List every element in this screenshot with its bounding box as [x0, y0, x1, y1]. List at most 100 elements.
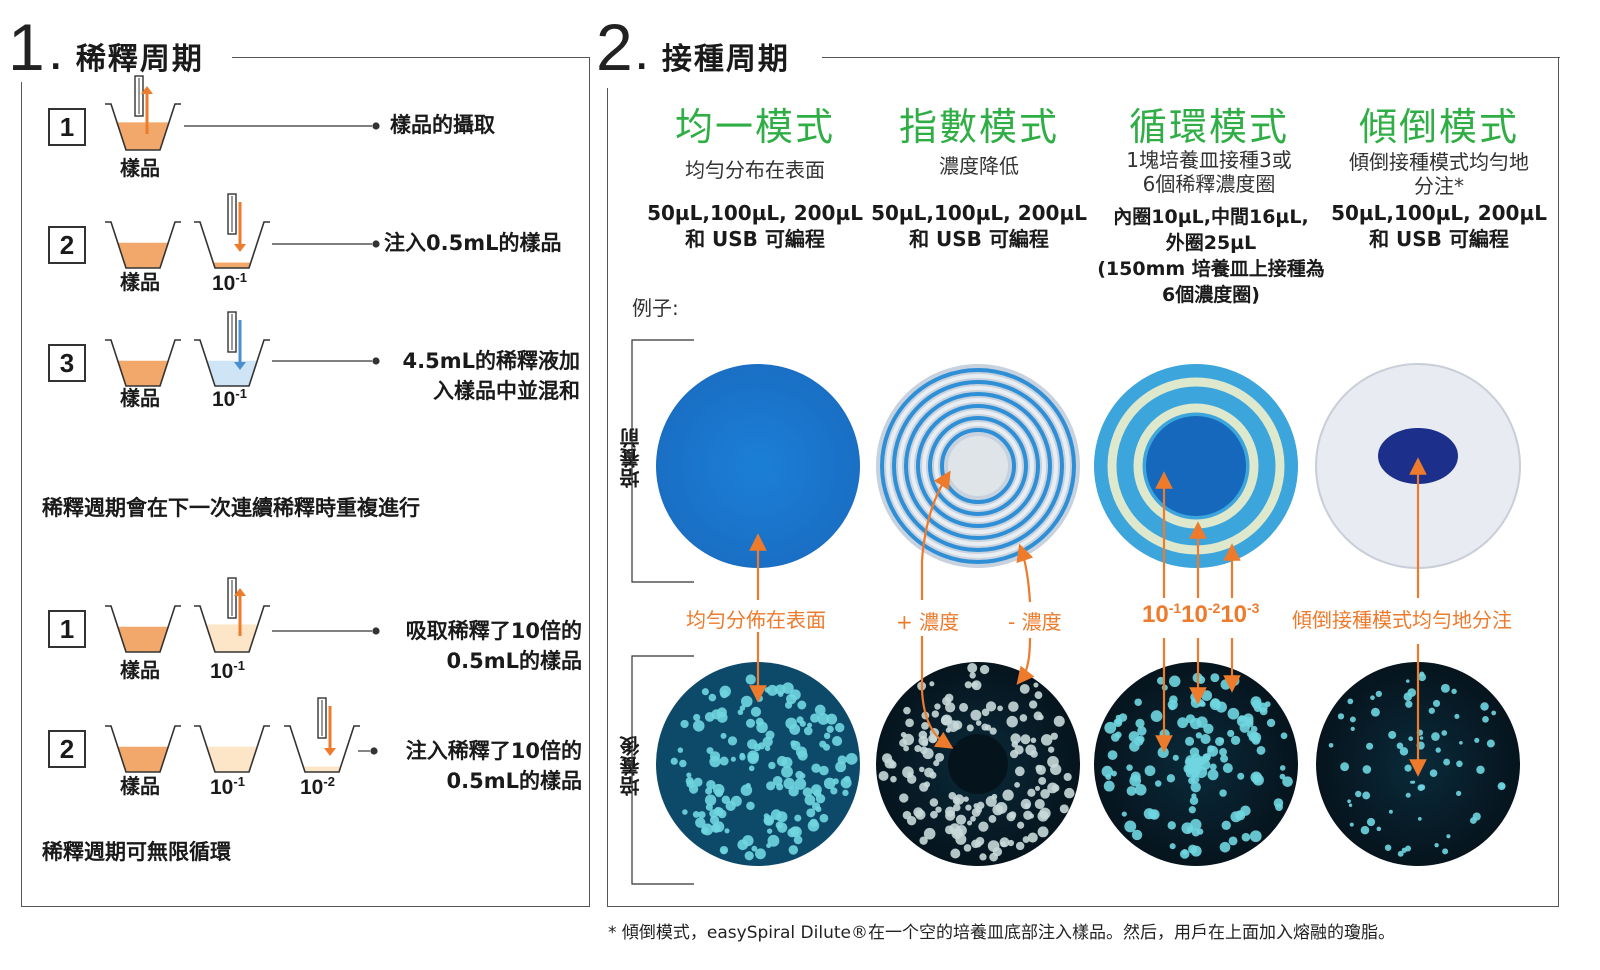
colony	[794, 814, 802, 822]
colony	[1134, 698, 1142, 707]
step-b2-number: 2	[48, 730, 86, 768]
colony	[1406, 679, 1410, 683]
colony	[711, 823, 721, 833]
colony	[1280, 732, 1288, 740]
cup-outline	[105, 103, 181, 151]
colony	[899, 793, 909, 803]
colony	[706, 747, 714, 755]
step-a1-desc: 樣品的攝取	[390, 113, 495, 137]
colony	[677, 747, 684, 753]
colony	[727, 736, 738, 746]
colony	[1480, 702, 1489, 711]
colony	[1469, 817, 1477, 824]
colony	[1251, 735, 1261, 745]
step-a2-number: 2	[48, 226, 86, 264]
colony	[923, 781, 931, 788]
colony	[992, 847, 1003, 857]
colony	[889, 760, 897, 769]
colony	[965, 804, 972, 811]
colony	[843, 775, 851, 783]
colony	[1063, 772, 1072, 782]
colony	[806, 808, 816, 818]
cup-liquid	[117, 360, 169, 386]
section1-title: . 稀釋周期	[50, 42, 204, 77]
colony	[1246, 720, 1254, 728]
colony	[747, 750, 759, 763]
section1-number: 1	[8, 10, 45, 84]
plate-center	[948, 734, 1008, 794]
colony	[748, 765, 755, 772]
colony	[845, 752, 858, 765]
colony	[1020, 734, 1031, 745]
colony	[1417, 784, 1425, 791]
colony	[1126, 764, 1133, 771]
cup-exponent-label: 10-1	[210, 658, 245, 683]
colony	[1126, 786, 1137, 796]
colony	[1443, 758, 1451, 766]
colony	[1410, 780, 1414, 784]
plate-before-exponential	[876, 364, 1080, 568]
colony	[823, 732, 831, 740]
colony	[1256, 745, 1266, 755]
colony	[704, 712, 715, 722]
mode-sub-pour: 傾倒接種模式均勻地分注*	[1349, 150, 1529, 198]
colony	[1101, 765, 1113, 778]
colony	[1134, 783, 1147, 796]
colony	[693, 713, 701, 722]
colony	[701, 823, 714, 836]
colony	[830, 787, 838, 795]
cup-outline	[194, 725, 270, 773]
colony	[1177, 717, 1189, 729]
colony	[1399, 747, 1409, 756]
colony	[929, 798, 939, 807]
colony	[900, 731, 907, 738]
colony	[717, 809, 727, 819]
colony	[1034, 785, 1041, 791]
colony	[1195, 766, 1208, 778]
step-a2-desc: 注入0.5mL的樣品	[384, 231, 562, 255]
step-a1-number: 1	[48, 108, 86, 146]
colony	[1349, 822, 1354, 827]
colony	[786, 693, 797, 705]
colony	[1408, 736, 1414, 742]
colony	[1115, 718, 1122, 725]
colony	[1279, 765, 1286, 771]
colony	[766, 781, 776, 791]
colony	[724, 828, 730, 834]
colony	[1210, 673, 1220, 683]
colony	[1030, 737, 1037, 744]
colony	[720, 689, 729, 699]
colony	[1435, 747, 1441, 753]
colony	[1486, 739, 1495, 748]
arrow-head-icon	[234, 244, 246, 252]
colony	[767, 834, 780, 847]
colony	[744, 851, 754, 861]
colony	[745, 674, 756, 685]
anno-minus-concentration: - 濃度	[1008, 610, 1062, 634]
colony	[955, 814, 967, 825]
colony	[1434, 842, 1439, 848]
colony	[693, 720, 705, 732]
colony	[1019, 714, 1028, 722]
colony	[1188, 844, 1198, 854]
cup-icon	[105, 725, 181, 773]
colony	[1499, 783, 1506, 789]
colony	[1037, 714, 1044, 721]
colony	[1228, 836, 1238, 846]
colony	[1219, 748, 1228, 756]
colony	[751, 845, 758, 852]
colony	[950, 848, 961, 859]
colony	[1220, 754, 1229, 763]
colony	[952, 827, 963, 838]
colony	[1455, 790, 1462, 797]
annotation-arrows	[749, 457, 1427, 777]
colony	[775, 821, 784, 829]
arrow-head-icon	[324, 748, 336, 756]
cup-liquid	[117, 122, 169, 150]
colony	[1033, 682, 1039, 688]
colony	[1121, 811, 1127, 817]
cup-label: 樣品	[120, 386, 160, 410]
colony	[739, 705, 746, 711]
